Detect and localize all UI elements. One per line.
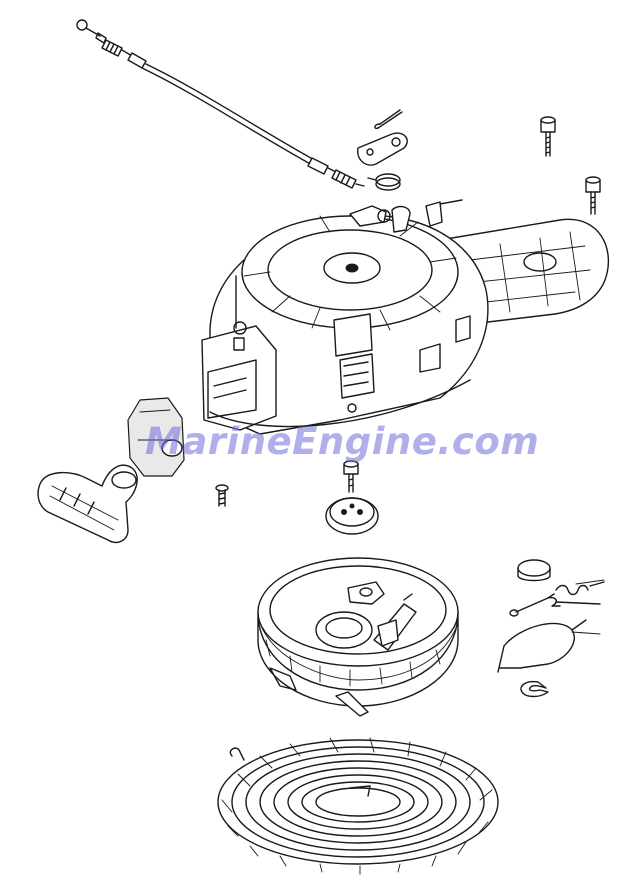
starter-handle bbox=[37, 464, 138, 544]
bolt-upper-right bbox=[540, 116, 556, 157]
starter-lockout-cable bbox=[76, 19, 365, 189]
e-clip bbox=[520, 680, 549, 698]
small-screw bbox=[215, 484, 229, 507]
lever-spring bbox=[367, 173, 401, 191]
recoil-spring bbox=[217, 737, 499, 875]
pawl-pin bbox=[509, 596, 601, 617]
starter-pulley bbox=[257, 557, 459, 717]
rubber-grommet bbox=[161, 439, 183, 457]
leader-lines bbox=[571, 579, 605, 635]
center-bolt bbox=[343, 460, 359, 493]
wire-guide-spring bbox=[497, 619, 587, 673]
cotter-pin bbox=[374, 109, 403, 130]
friction-plate bbox=[325, 497, 379, 535]
lockout-lever bbox=[357, 132, 408, 166]
bolt-right bbox=[585, 176, 601, 215]
starter-housing bbox=[201, 199, 610, 435]
pawl-spring-clip bbox=[517, 559, 551, 582]
watermark-text: MarineEngine.com bbox=[145, 420, 540, 463]
